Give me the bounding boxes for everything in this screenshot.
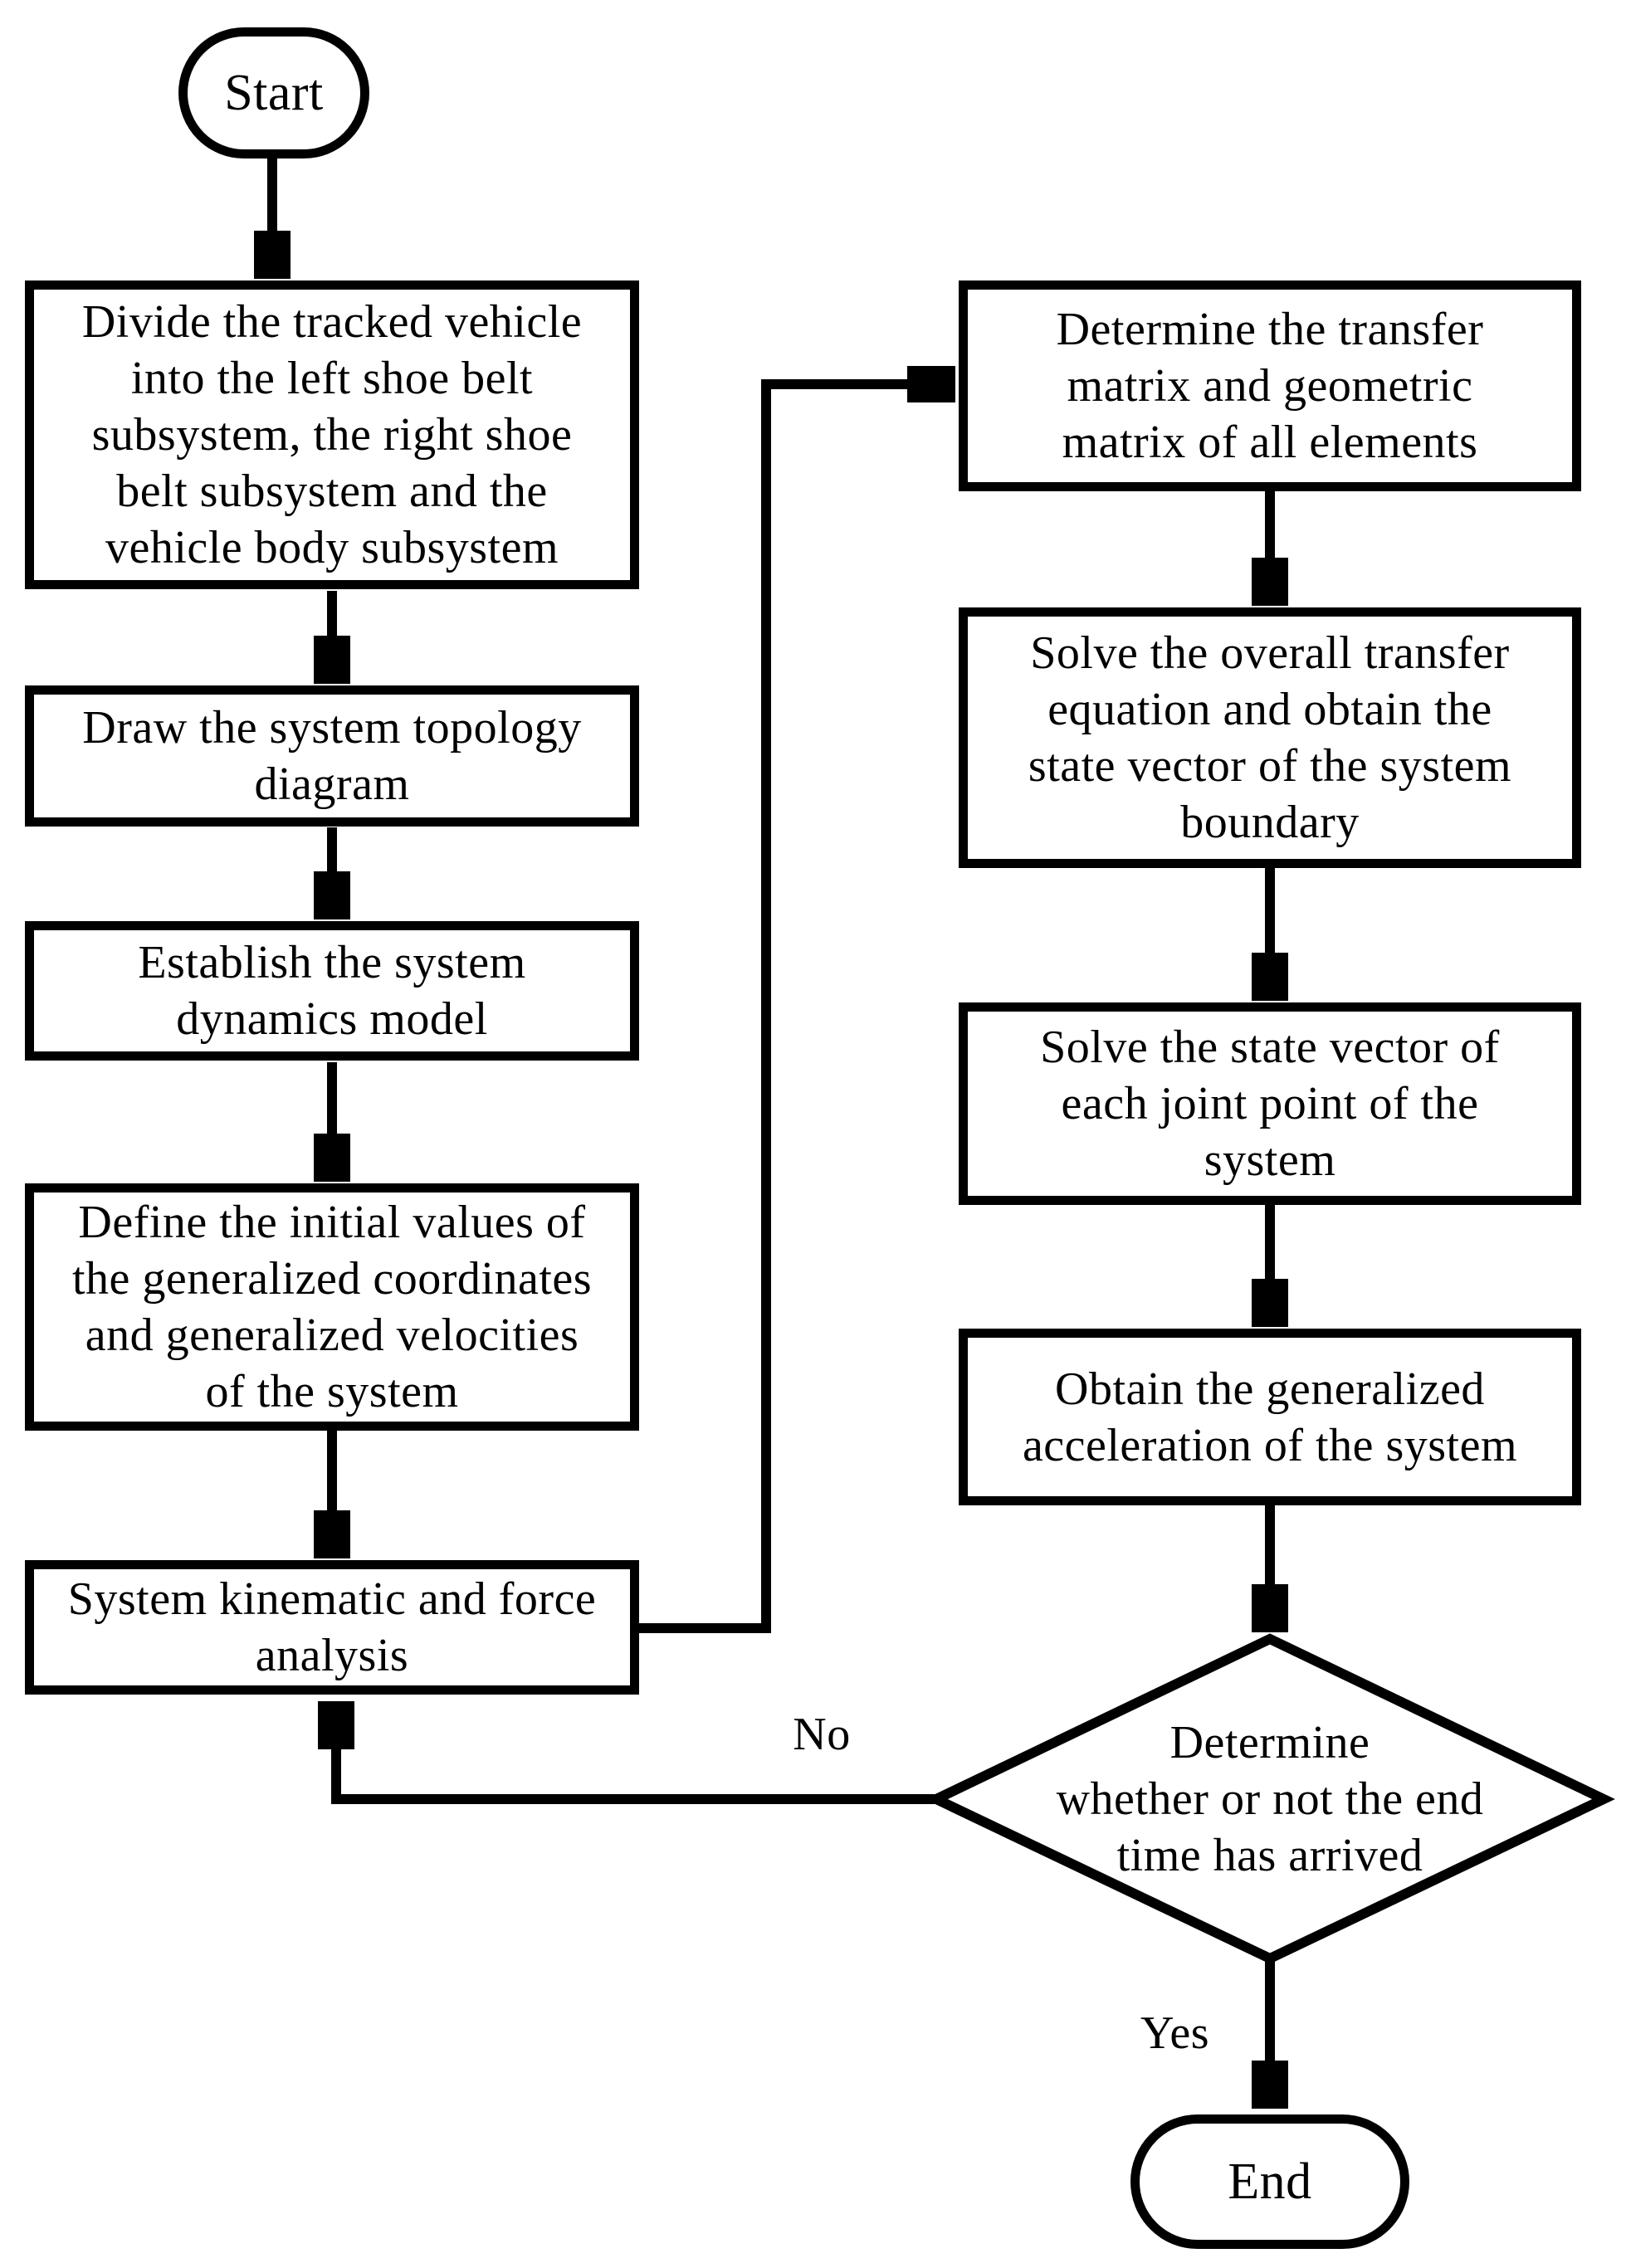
- start-terminator: Start: [178, 27, 369, 159]
- process-state-vector-joints: Solve the state vector of each joint poi…: [959, 1002, 1581, 1205]
- process-kinematic-analysis-label: System kinematic and force analysis: [67, 1573, 597, 1681]
- process-initial-values: Define the initial values of the general…: [25, 1183, 639, 1431]
- process-solve-overall-transfer-label: Solve the overall transfer equation and …: [1028, 627, 1512, 848]
- process-topology-diagram-label: Draw the system topology diagram: [82, 702, 582, 810]
- process-divide-vehicle: Divide the tracked vehicle into the left…: [25, 280, 639, 589]
- edge-kinematic-to-transfer: [639, 384, 955, 1633]
- decision-end-time: Determine whether or not the end time ha…: [963, 1693, 1577, 1905]
- edge-label-yes: Yes: [1094, 1998, 1256, 2068]
- edge-decision-no-to-kinematic: [336, 1701, 936, 1804]
- process-generalized-acceleration: Obtain the generalized acceleration of t…: [959, 1329, 1581, 1505]
- process-transfer-matrix-label: Determine the transfer matrix and geomet…: [1056, 304, 1484, 468]
- process-dynamics-model-label: Establish the system dynamics model: [138, 937, 526, 1045]
- process-initial-values-label: Define the initial values of the general…: [71, 1197, 593, 1417]
- process-state-vector-joints-label: Solve the state vector of each joint poi…: [1040, 1022, 1500, 1186]
- end-label: End: [1228, 2153, 1312, 2210]
- decision-end-time-label: Determine whether or not the end time ha…: [1056, 1717, 1484, 1881]
- process-dynamics-model: Establish the system dynamics model: [25, 921, 639, 1061]
- edge-label-yes-text: Yes: [1140, 2007, 1209, 2059]
- process-divide-vehicle-label: Divide the tracked vehicle into the left…: [81, 296, 583, 573]
- start-label: Start: [224, 65, 324, 121]
- end-terminator: End: [1130, 2114, 1409, 2249]
- process-solve-overall-transfer: Solve the overall transfer equation and …: [959, 607, 1581, 868]
- process-generalized-acceleration-label: Obtain the generalized acceleration of t…: [1022, 1363, 1518, 1471]
- process-kinematic-analysis: System kinematic and force analysis: [25, 1560, 639, 1695]
- process-topology-diagram: Draw the system topology diagram: [25, 685, 639, 827]
- edge-label-no: No: [747, 1700, 896, 1769]
- edge-label-no-text: No: [793, 1709, 851, 1760]
- process-transfer-matrix: Determine the transfer matrix and geomet…: [959, 280, 1581, 491]
- decision-diamond-shape: [925, 1633, 1615, 1964]
